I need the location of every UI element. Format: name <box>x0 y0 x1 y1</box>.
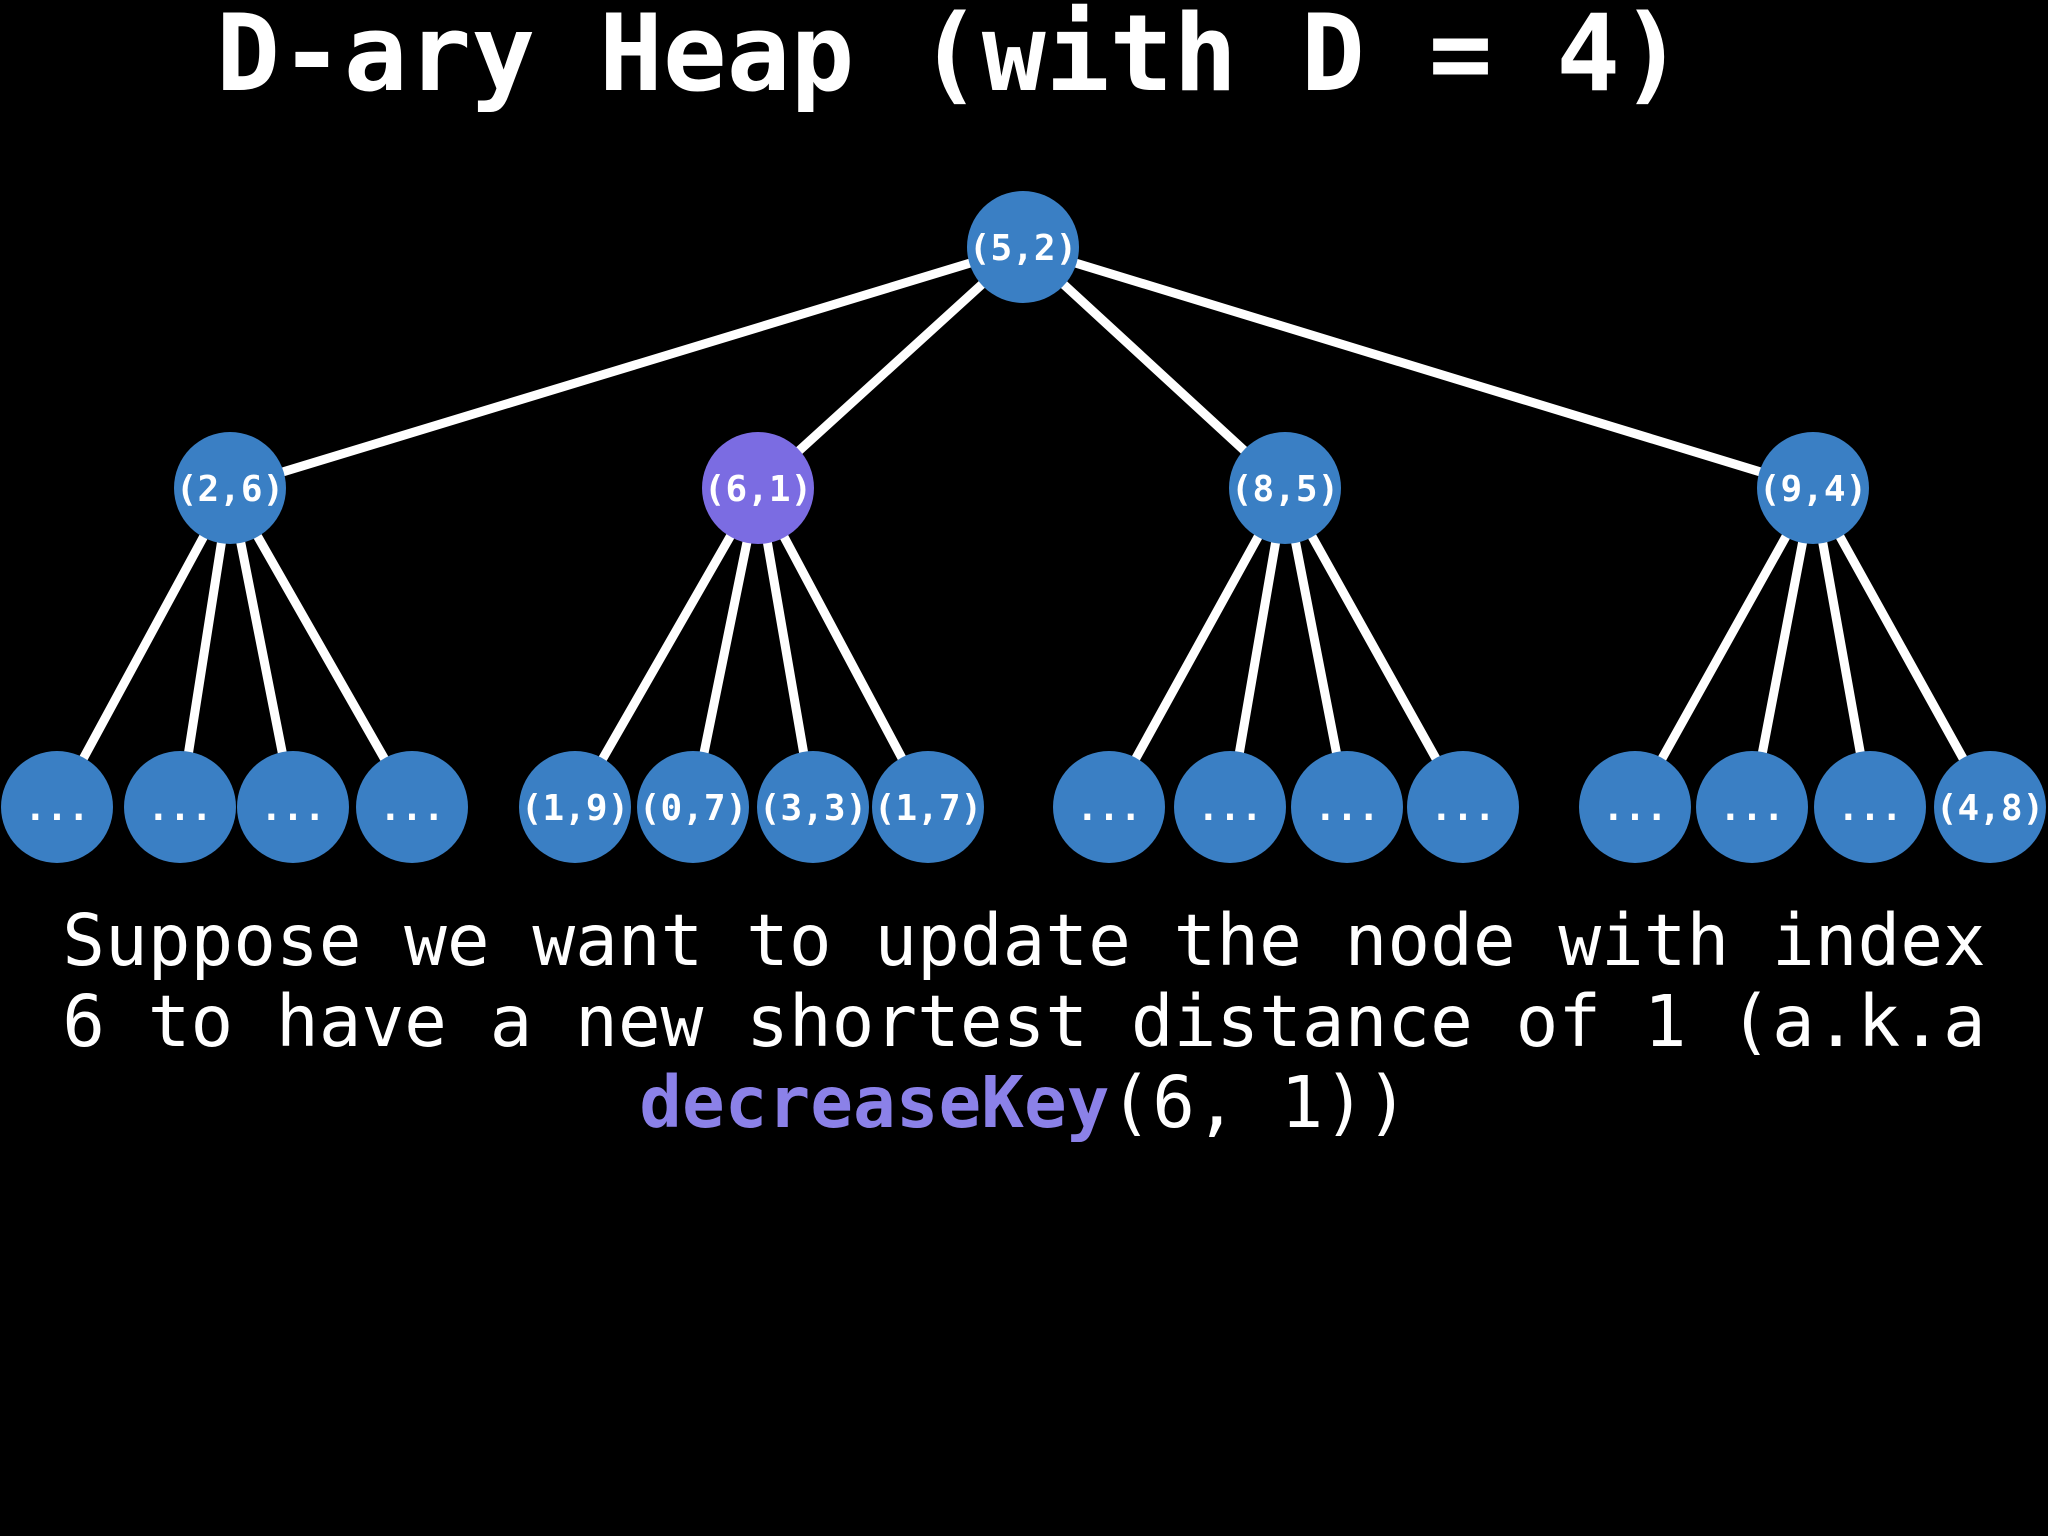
tree-node-circle <box>702 432 814 544</box>
tree-node-circle <box>1291 751 1403 863</box>
tree-node-g3b: ... <box>1696 751 1808 863</box>
tree-node-g1b: (0,7) <box>637 751 749 863</box>
tree-node-label: (9,4) <box>1759 469 1867 510</box>
tree-node-label: ... <box>379 788 444 829</box>
tree-node-circle <box>1 751 113 863</box>
tree-node-g2d: ... <box>1407 751 1519 863</box>
tree-node-label: ... <box>1076 788 1141 829</box>
tree-node-g0a: ... <box>1 751 113 863</box>
decrease-key-code: decreaseKey <box>639 1061 1110 1144</box>
tree-node-g2b: ... <box>1174 751 1286 863</box>
tree-node-label: ... <box>260 788 325 829</box>
tree-node-root: (5,2) <box>967 191 1079 303</box>
tree-node-label: ... <box>147 788 212 829</box>
tree-node-label: (6,1) <box>704 469 812 510</box>
tree-node-circle <box>757 751 869 863</box>
tree-node-label: ... <box>1602 788 1667 829</box>
tree-node-label: ... <box>1430 788 1495 829</box>
tree-node-circle <box>519 751 631 863</box>
tree-node-g0c: ... <box>237 751 349 863</box>
caption: Suppose we want to update the node with … <box>0 900 2048 1143</box>
tree-node-g1c: (3,3) <box>757 751 869 863</box>
tree-node-g3a: ... <box>1579 751 1691 863</box>
tree-node-label: ... <box>1837 788 1902 829</box>
tree-node-g1a: (1,9) <box>519 751 631 863</box>
tree-node-label: (1,7) <box>874 788 982 829</box>
tree-node-label: (8,5) <box>1231 469 1339 510</box>
caption-line-2: 6 to have a new shortest distance of 1 (… <box>62 980 1986 1063</box>
tree-edge <box>1280 483 1468 812</box>
tree-node-circle <box>967 191 1079 303</box>
tree-node-g1d: (1,7) <box>872 751 984 863</box>
tree-node-label: (1,9) <box>521 788 629 829</box>
tree-node-circle <box>1934 751 2046 863</box>
tree-node-circle <box>872 751 984 863</box>
tree-node-circle <box>174 432 286 544</box>
tree-node-circle <box>237 751 349 863</box>
caption-line-3: decreaseKey(6, 1)) <box>0 1062 2048 1143</box>
tree-edge <box>570 483 763 812</box>
tree-node-c0: (2,6) <box>174 432 286 544</box>
tree-edge <box>52 483 235 812</box>
tree-node-label: ... <box>1314 788 1379 829</box>
tree-edge <box>753 483 933 812</box>
tree-node-g2a: ... <box>1053 751 1165 863</box>
tree-node-c3: (9,4) <box>1757 432 1869 544</box>
tree-edge <box>1104 483 1290 812</box>
tree-node-g3d: (4,8) <box>1934 751 2046 863</box>
tree-node-circle <box>1174 751 1286 863</box>
caption-line-3-rest: (6, 1)) <box>1109 1061 1409 1144</box>
tree-node-circle <box>1229 432 1341 544</box>
tree-edge <box>1018 242 1290 493</box>
tree-node-g0b: ... <box>124 751 236 863</box>
tree-edge <box>225 242 1028 493</box>
tree-node-label: (2,6) <box>176 469 284 510</box>
tree-node-g2c: ... <box>1291 751 1403 863</box>
tree-node-label: ... <box>1197 788 1262 829</box>
tree-node-g0d: ... <box>356 751 468 863</box>
tree-node-circle <box>1407 751 1519 863</box>
tree-node-c1: (6,1) <box>702 432 814 544</box>
tree-node-circle <box>637 751 749 863</box>
tree-node-g3c: ... <box>1814 751 1926 863</box>
tree-edge <box>1630 483 1818 812</box>
tree-node-label: (3,3) <box>759 788 867 829</box>
tree-edge <box>225 483 417 812</box>
tree-node-label: (4,8) <box>1936 788 2044 829</box>
tree-node-circle <box>1814 751 1926 863</box>
caption-line-1: Suppose we want to update the node with … <box>62 899 1986 982</box>
tree-node-label: ... <box>24 788 89 829</box>
tree-node-circle <box>1696 751 1808 863</box>
tree-node-label: (0,7) <box>639 788 747 829</box>
page-title: D-ary Heap (with D = 4) <box>216 0 1684 115</box>
tree-node-circle <box>124 751 236 863</box>
tree-edge <box>1018 242 1818 493</box>
tree-node-label: ... <box>1719 788 1784 829</box>
tree-node-circle <box>356 751 468 863</box>
tree-node-label: (5,2) <box>969 228 1077 269</box>
tree-edge <box>753 242 1028 493</box>
tree-node-c2: (8,5) <box>1229 432 1341 544</box>
tree-node-circle <box>1579 751 1691 863</box>
tree-node-circle <box>1757 432 1869 544</box>
tree-node-circle <box>1053 751 1165 863</box>
tree-edge <box>1808 483 1995 812</box>
